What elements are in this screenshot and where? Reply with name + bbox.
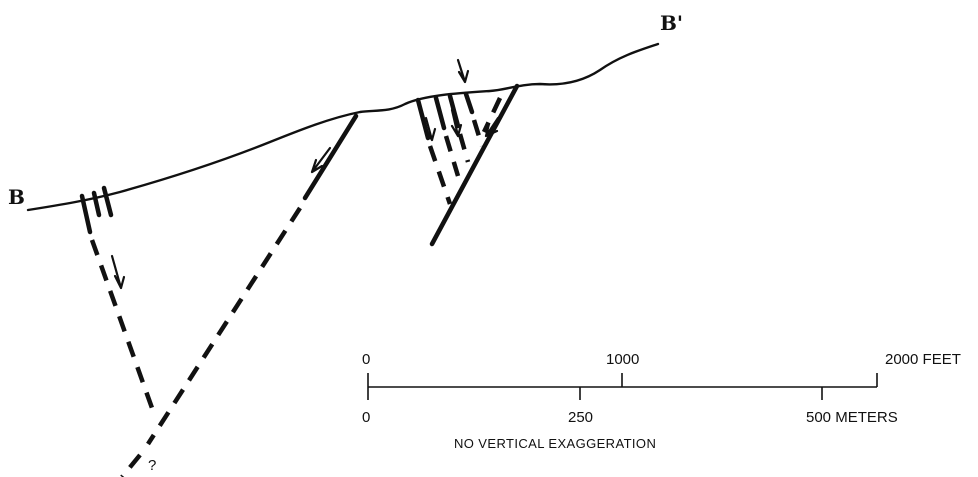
internal-fault-1-dashed <box>443 135 461 177</box>
left-fault-stroke-3 <box>101 185 114 218</box>
uncertain-fault-mark: ? <box>148 457 156 474</box>
right-bounding-fault <box>429 83 520 247</box>
left-fault-zone <box>79 185 155 409</box>
right-fault-zone <box>415 58 520 247</box>
internal-fault-3 <box>463 91 475 115</box>
central-fault-solid <box>302 113 359 201</box>
surface-slip-arrow <box>456 58 470 84</box>
scale-meters-label-250: 250 <box>568 409 593 426</box>
internal-slip-arrow-1 <box>424 116 437 142</box>
scale-bar: 0 1000 2000 FEET 0 250 500 METERS NO VER… <box>362 351 961 451</box>
scale-meters-label-0: 0 <box>362 409 370 426</box>
scale-feet-label-2000: 2000 FEET <box>885 351 961 368</box>
central-fault-dashed-projection <box>146 206 302 446</box>
internal-fault-1 <box>433 95 447 131</box>
internal-fault-2-dashed <box>457 133 471 163</box>
left-fault-stroke-1 <box>79 193 93 235</box>
scale-meters-label-500: 500 METERS <box>806 409 898 426</box>
internal-slip-arrow-3 <box>484 116 500 138</box>
vertical-exaggeration-caption: NO VERTICAL EXAGGERATION <box>454 436 656 451</box>
right-zone-left-fault-dashed <box>427 145 453 205</box>
central-fault-lower-dash <box>120 453 142 477</box>
scale-feet-label-1000: 1000 <box>606 351 639 368</box>
left-fault-dashed-projection <box>89 239 155 409</box>
section-end-label: B' <box>660 11 683 35</box>
left-fault-stroke-2 <box>91 190 102 218</box>
internal-fault-4 <box>481 97 503 133</box>
internal-fault-3-dashed <box>471 119 485 147</box>
central-fault: ? <box>120 113 359 477</box>
scale-feet-label-0: 0 <box>362 351 370 368</box>
internal-slip-arrow-2 <box>450 108 463 138</box>
ground-surface-line <box>26 42 660 212</box>
central-fault-slip-arrow <box>310 146 332 174</box>
section-start-label: B <box>8 185 25 209</box>
left-fault-slip-arrow <box>110 254 126 290</box>
internal-fault-2 <box>447 93 461 129</box>
